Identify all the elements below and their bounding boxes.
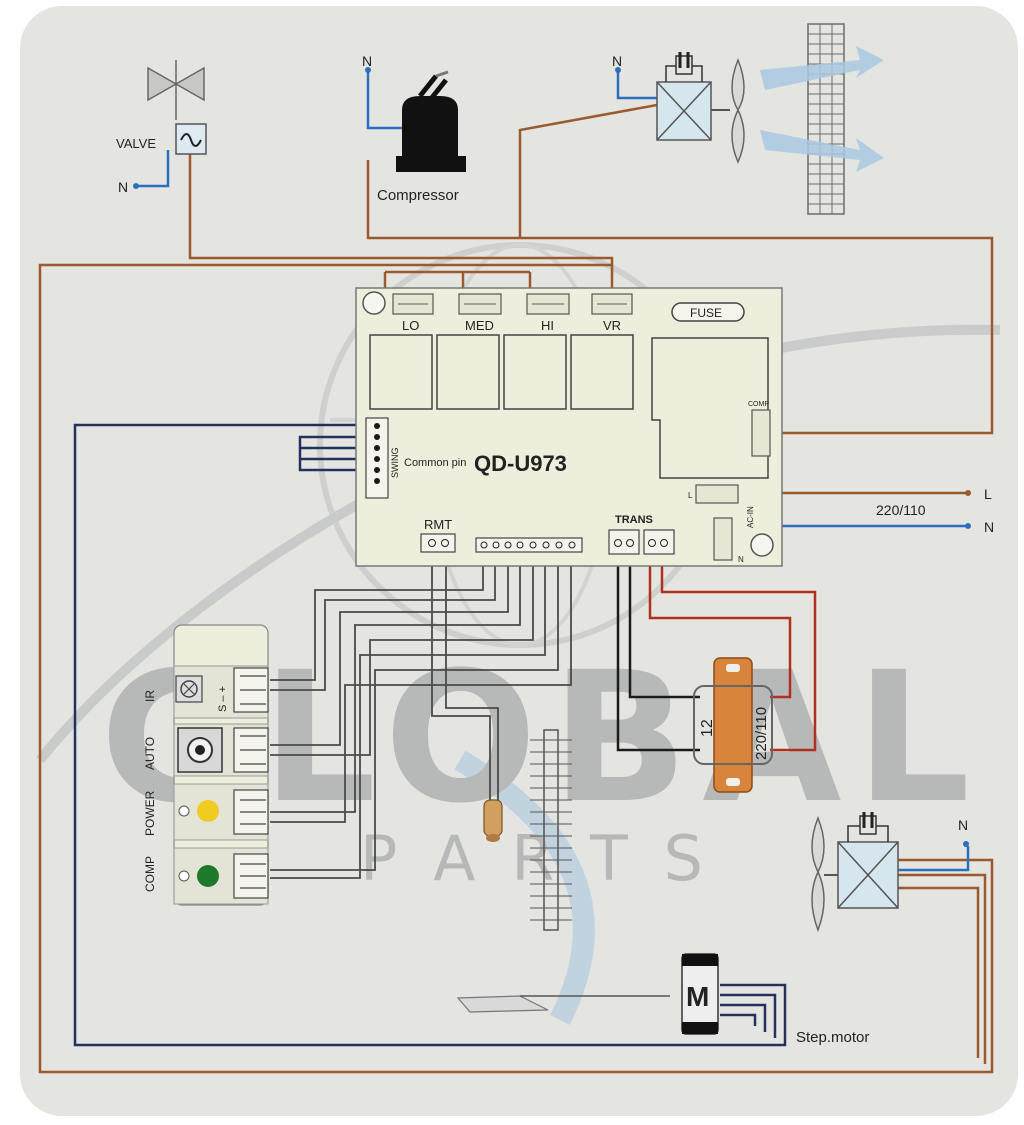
power-input: 220/110 L N <box>876 486 994 535</box>
step-motor: M Step.motor <box>456 953 869 1046</box>
control-board: LO MED HI VR FUSE COMP SWING Common pin … <box>355 287 783 567</box>
power-line-label: L <box>984 486 992 502</box>
compressor-label: Compressor <box>377 187 459 204</box>
relays <box>369 334 769 479</box>
ir-label: IR <box>143 690 157 702</box>
transformer-primary: 220/110 <box>753 707 770 760</box>
comp-led <box>197 865 219 887</box>
evaporator-coil <box>530 729 572 931</box>
relay-label-lo: LO <box>402 318 419 333</box>
transformer-secondary: 12 <box>699 719 716 737</box>
ir-pins-label: S – + <box>217 686 229 712</box>
comp-terminal <box>751 409 771 457</box>
fuse <box>671 302 745 322</box>
transformer: 12 220/110 <box>693 657 773 793</box>
condenser-coil <box>807 23 845 215</box>
relay-terminals <box>392 293 633 315</box>
indoor-fan-motor: N <box>811 812 969 933</box>
motor-symbol: M <box>686 981 709 1012</box>
relay-label-med: MED <box>465 318 494 333</box>
common-pin-label: Common pin <box>404 457 466 469</box>
wires-transformer <box>616 552 817 752</box>
display-panel: S – + IR AUTO POWER COMP <box>143 624 269 906</box>
valve-neutral-label: N <box>118 179 128 195</box>
power-voltage: 220/110 <box>876 502 926 518</box>
comp-label: COMP <box>143 856 157 892</box>
display-connector <box>475 537 583 553</box>
watermark-sub: P A R T S <box>360 822 711 895</box>
temperature-sensor <box>483 799 503 842</box>
auto-label: AUTO <box>143 737 157 770</box>
airflow-arrows-icon <box>760 46 884 172</box>
swing-label: SWING <box>390 448 400 479</box>
wires-panel <box>270 555 572 879</box>
wires-dark <box>73 423 787 1047</box>
wires-brown <box>38 103 994 1074</box>
power-led <box>197 800 219 822</box>
outdoor-fan-motor: N <box>612 52 745 164</box>
valve-label: VALVE <box>116 136 156 151</box>
acin-n-terminal <box>713 517 733 561</box>
fan-neutral-label: N <box>612 53 622 69</box>
relay-label-hi: HI <box>541 318 554 333</box>
acin-label: AC-IN <box>746 506 755 528</box>
acin-n-label: N <box>738 555 744 564</box>
indoor-fan-neutral-label: N <box>958 817 968 833</box>
relay-label-vr: VR <box>603 318 621 333</box>
rmt-connector <box>420 533 456 553</box>
power-neutral-label: N <box>984 519 994 535</box>
rmt-label: RMT <box>424 517 452 532</box>
power-label: POWER <box>143 790 157 836</box>
fuse-label: FUSE <box>690 306 722 320</box>
trans-label: TRANS <box>615 514 653 526</box>
acin-l-label: L <box>688 491 693 500</box>
comp-terminal-label: COMP <box>748 401 769 408</box>
compressor-neutral-label: N <box>362 53 372 69</box>
step-motor-label: Step.motor <box>796 1029 869 1046</box>
compressor: Compressor N <box>362 53 466 204</box>
board-model: QD-U973 <box>474 451 567 476</box>
acin-l-terminal <box>695 484 739 504</box>
valve: VALVE N <box>116 60 207 195</box>
